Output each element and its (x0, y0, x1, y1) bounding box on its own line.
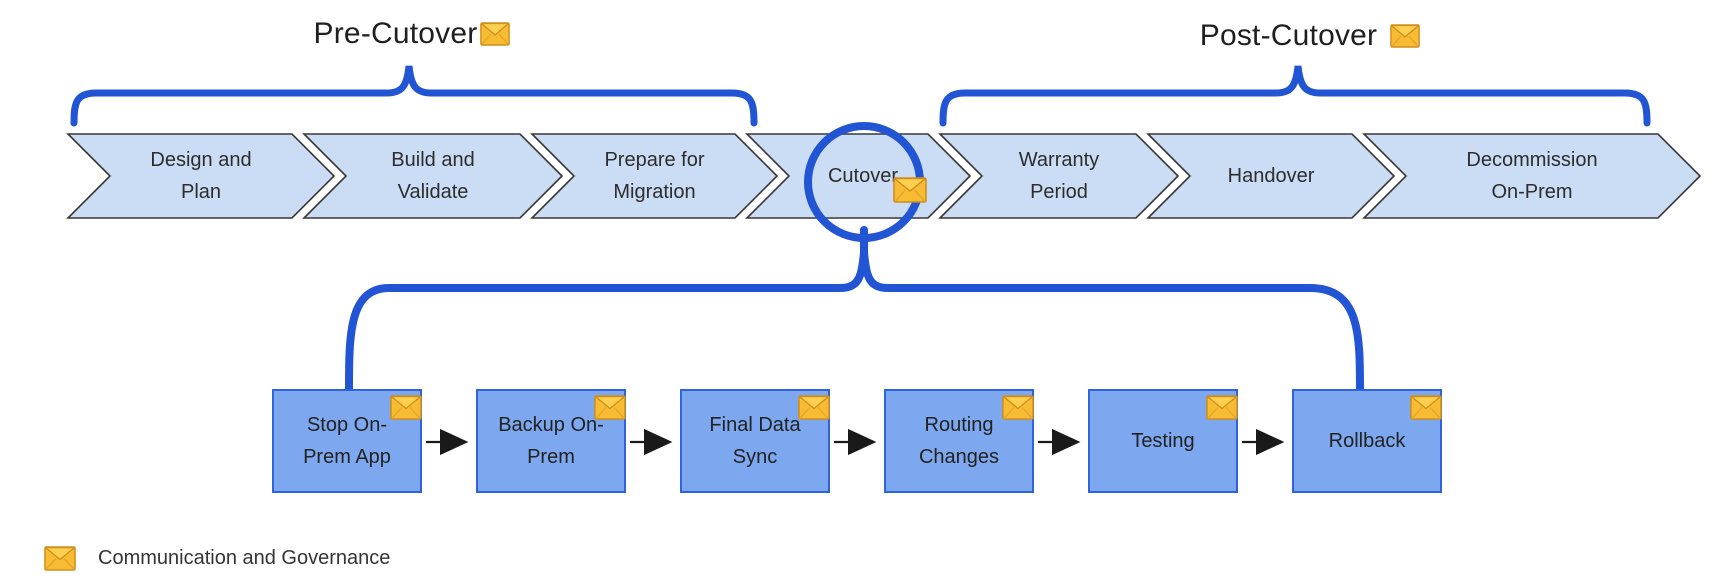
envelope-icon (44, 546, 76, 571)
step-box-backup-on-prem: Backup On- Prem (476, 389, 626, 493)
step-box-stop-on-prem-app: Stop On- Prem App (272, 389, 422, 493)
phase-label-build-validate: Build and Validate (391, 149, 475, 203)
phase-chevron-decommission (1362, 133, 1702, 219)
step-label: Testing (1131, 430, 1195, 452)
phase-label-warranty-period: Warranty Period (1018, 149, 1100, 203)
envelope-icon (798, 395, 830, 420)
phase-chevron-prepare-migration (530, 133, 779, 219)
phase-chevron-build-validate (302, 133, 564, 219)
legend-label: Communication and Governance (98, 546, 391, 569)
step-box-testing: Testing (1088, 389, 1238, 493)
pre-cutover-title: Pre-Cutover (212, 14, 612, 54)
phase-chevron-handover (1146, 133, 1396, 219)
phase-label-cutover: Cutover (827, 165, 899, 187)
phase-chevron-warranty-period (938, 133, 1180, 219)
envelope-icon (480, 22, 511, 46)
phase-label-design-plan: Design and Plan (150, 149, 252, 203)
step-label: Backup On- Prem (498, 414, 604, 468)
step-box-routing-changes: Routing Changes (884, 389, 1034, 493)
envelope-icon (1410, 395, 1442, 420)
envelope-icon (390, 395, 422, 420)
envelope-icon (594, 395, 626, 420)
phase-label-prepare-migration: Prepare for Migration (604, 149, 705, 203)
phase-label-handover: Handover (1227, 165, 1315, 187)
pre-cutover-brace (70, 65, 758, 127)
phase-chevron-design-plan (66, 133, 336, 219)
phase-chevron-band (66, 133, 1702, 219)
envelope-icon (1002, 395, 1034, 420)
envelope-icon (1206, 395, 1238, 420)
step-label: Routing Changes (918, 414, 1000, 468)
post-cutover-title: Post-Cutover (1110, 16, 1510, 56)
post-cutover-brace (939, 65, 1651, 127)
pre-cutover-title-text: Pre-Cutover (313, 17, 478, 50)
step-label: Rollback (1328, 430, 1406, 452)
step-box-rollback: Rollback (1292, 389, 1442, 493)
post-cutover-title-text: Post-Cutover (1199, 19, 1378, 52)
step-label: Final Data Sync (709, 414, 801, 468)
envelope-icon (893, 177, 927, 203)
step-label: Stop On- Prem App (303, 414, 391, 468)
cutover-detail-brace (345, 251, 1364, 395)
phase-label-decommission: Decommission On-Prem (1466, 149, 1598, 203)
step-box-final-data-sync: Final Data Sync (680, 389, 830, 493)
envelope-icon (1390, 24, 1421, 48)
